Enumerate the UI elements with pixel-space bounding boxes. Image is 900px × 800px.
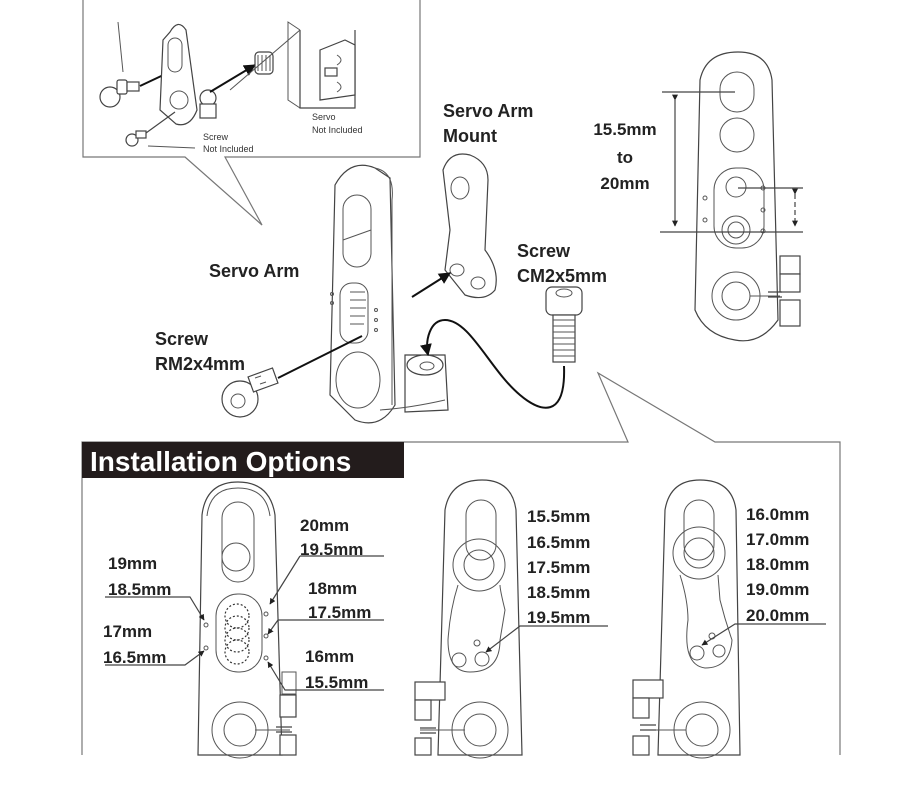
inset-panel: Screw Not Included Servo Not Included	[82, 0, 421, 226]
option2-label-16.5mm: 16.5mm	[527, 533, 590, 552]
option2-arm-illustration	[414, 479, 523, 759]
option2-label-19.5mm: 19.5mm	[527, 608, 590, 627]
cap-screw-cm2x5-illustration	[545, 286, 583, 363]
servo-not-included-line2: Not Included	[312, 125, 363, 135]
servo-arm-mount-label-line2: Mount	[443, 126, 497, 146]
installation-title-bar	[82, 442, 404, 478]
option1-label-17.5mm: 17.5mm	[308, 603, 371, 622]
range-label-line1: 15.5mm	[593, 120, 656, 139]
screw-rm-label-line1: Screw	[155, 329, 209, 349]
servo-arm-mount-label-line1: Servo Arm	[443, 101, 533, 121]
option1-arm-illustration	[197, 481, 297, 759]
servo-arm-label: Servo Arm	[209, 261, 299, 281]
screw-cm-label-line2: CM2x5mm	[517, 266, 607, 286]
button-screw-rm2x4-illustration	[221, 367, 279, 418]
option1-label-17mm: 17mm	[103, 622, 152, 641]
option2-label-17.5mm: 17.5mm	[527, 558, 590, 577]
servo-arm-mount-illustration	[442, 153, 497, 299]
spacer-icon	[209, 51, 274, 93]
inset-callout-border	[82, 0, 421, 226]
range-label-line3: 20mm	[600, 174, 649, 193]
option3-label-17.0mm: 17.0mm	[746, 530, 809, 549]
option1-label-16.5mm: 16.5mm	[103, 648, 166, 667]
servo-body-icon	[229, 21, 356, 109]
option1-label-20mm: 20mm	[300, 516, 349, 535]
option1-label-18.5mm: 18.5mm	[108, 580, 171, 599]
screw-cm-label-line1: Screw	[517, 241, 571, 261]
option3-label-18.0mm: 18.0mm	[746, 555, 809, 574]
ball-screw-icon	[99, 79, 140, 108]
installation-title: Installation Options	[90, 446, 351, 477]
screw-rm-label-line2: RM2x4mm	[155, 354, 245, 374]
option1-label-15.5mm: 15.5mm	[305, 673, 368, 692]
small-screw-icon	[125, 111, 196, 149]
exploded-view: Servo Arm Servo Arm Mount Screw CM2x5mm …	[155, 101, 607, 424]
option3-label-20.0mm: 20.0mm	[746, 606, 809, 625]
installation-options-panel: Installation Options	[81, 371, 841, 759]
option3-label-19.0mm: 19.0mm	[746, 580, 809, 599]
option1-label-16mm: 16mm	[305, 647, 354, 666]
range-view: 15.5mm to 20mm	[593, 51, 803, 342]
option3-arm-illustration	[632, 479, 741, 759]
servo-arm-illustration	[329, 164, 449, 424]
option1-leaders	[105, 555, 384, 691]
option1-label-19.5mm: 19.5mm	[300, 540, 363, 559]
option3-label-16.0mm: 16.0mm	[746, 505, 809, 524]
screw-not-included-line1: Screw	[203, 132, 229, 142]
range-label-line2: to	[617, 148, 633, 167]
screw-not-included-line2: Not Included	[203, 144, 254, 154]
option2-label-18.5mm: 18.5mm	[527, 583, 590, 602]
option1-label-18mm: 18mm	[308, 579, 357, 598]
option1-label-19mm: 19mm	[108, 554, 157, 573]
mini-servo-arm-icon	[159, 23, 217, 126]
option2-label-15.5mm: 15.5mm	[527, 507, 590, 526]
range-arm-illustration	[694, 51, 801, 342]
servo-not-included-line1: Servo	[312, 112, 336, 122]
